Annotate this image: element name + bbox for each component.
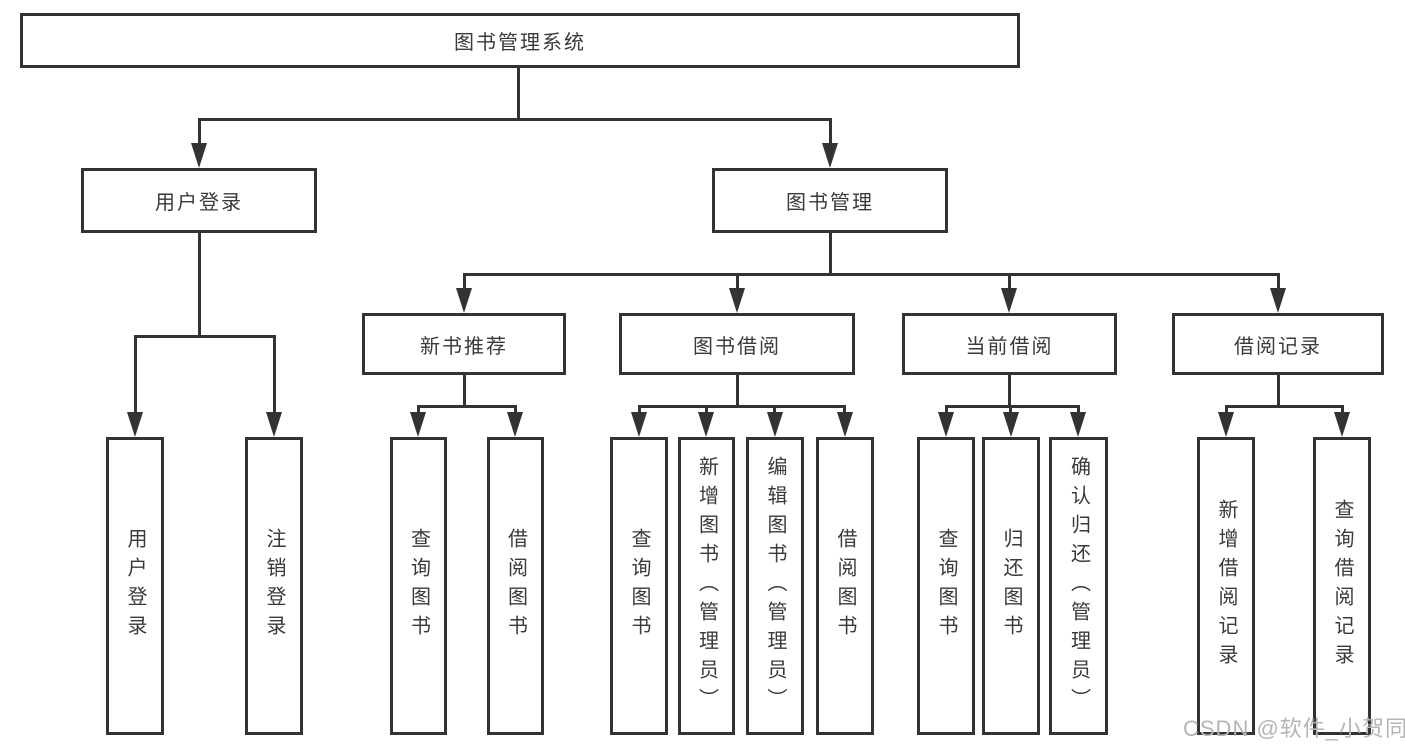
connector-book-borrow-trunk [638,405,846,408]
arrowhead-leaf-query1-icon [410,412,426,437]
node-borrow-record: 借阅记录 [1172,313,1384,375]
leaf-query-book-recommend: 查询图书 [390,437,447,735]
leaf-add-borrow-record: 新增借阅记录 [1197,437,1255,735]
leaf-query-book-current: 查询图书 [917,437,975,735]
connector-to-leaf-query-record [1341,405,1344,413]
leaf-edit-book-admin-label: 编辑图书（管理员） [764,455,786,717]
node-borrow-record-label: 借阅记录 [1234,335,1322,358]
leaf-return-book-label: 归还图书 [1000,528,1022,644]
connector-book-management-drop [829,233,832,273]
arrowhead-leaf-borrow2-icon [837,412,853,437]
leaf-add-borrow-record-label: 新增借阅记录 [1215,499,1237,673]
leaf-user-login-label: 用户登录 [124,528,146,644]
arrowhead-leaf-add-book-icon [698,412,714,437]
node-book-borrow: 图书借阅 [619,313,855,375]
leaf-query-borrow-record: 查询借阅记录 [1313,437,1371,735]
leaf-query-book-borrow: 查询图书 [610,437,668,735]
connector-to-current-borrow [1008,273,1011,289]
node-new-book-recommend: 新书推荐 [362,313,566,375]
csdn-watermark: CSDN @软件_小贺同学 [1183,716,1405,741]
connector-to-leaf-add-book [705,405,708,413]
leaf-borrow-book: 借阅图书 [816,437,874,735]
node-root: 图书管理系统 [20,13,1020,68]
connector-user-login-drop [198,233,201,335]
leaf-add-book-admin: 新增图书（管理员） [678,437,735,735]
arrowhead-leaf-confirm-return-icon [1070,412,1086,437]
node-current-borrow-label: 当前借阅 [965,335,1054,358]
node-new-book-recommend-label: 新书推荐 [420,335,508,358]
arrowhead-user-login-icon [191,143,207,168]
connector-root-drop [517,68,520,118]
node-book-management-label: 图书管理 [786,192,874,214]
connector-to-leaf-borrow1 [514,405,517,413]
connector-borrow-record-drop [1277,375,1280,405]
arrowhead-leaf-edit-book-icon [767,412,783,437]
leaf-add-book-admin-label: 新增图书（管理员） [695,455,718,717]
leaf-confirm-return-admin: 确认归还（管理员） [1049,437,1108,735]
arrowhead-leaf-return-icon [1003,412,1019,437]
arrowhead-leaf-query3-icon [938,412,954,437]
connector-to-book-borrow [736,273,739,289]
connector-current-borrow-trunk [945,405,1079,408]
leaf-return-book: 归还图书 [982,437,1040,735]
connector-to-borrow-record [1277,273,1280,289]
connector-to-leaf-edit-book [773,405,776,413]
connector-new-book-trunk [417,405,517,408]
connector-to-leaf-query3 [945,405,948,413]
arrowhead-leaf-query-record-icon [1334,412,1350,437]
leaf-borrow-book-label: 借阅图书 [834,528,856,644]
connector-to-user-login [198,118,201,146]
leaf-query-borrow-record-label: 查询借阅记录 [1331,499,1353,673]
node-current-borrow: 当前借阅 [902,313,1117,375]
connector-user-login-trunk [134,335,276,338]
connector-to-leaf-query1 [417,405,420,413]
leaf-borrow-book-recommend-label: 借阅图书 [504,528,527,644]
connector-borrow-record-trunk [1225,405,1343,408]
node-root-label: 图书管理系统 [454,32,586,54]
leaf-logout-label: 注销登录 [263,528,285,644]
connector-to-book-management [829,118,832,146]
leaf-query-book-borrow-label: 查询图书 [628,528,650,644]
arrowhead-leaf-add-record-icon [1218,412,1234,437]
leaf-confirm-return-admin-label: 确认归还（管理员） [1067,455,1090,717]
connector-book-management-trunk [463,273,1280,276]
node-book-management: 图书管理 [712,168,948,233]
connector-to-leaf-query2 [638,405,641,413]
connector-book-borrow-drop [736,375,739,405]
leaf-borrow-book-recommend: 借阅图书 [487,437,544,735]
arrowhead-current-borrow-icon [1001,288,1017,313]
connector-root-trunk [198,118,832,121]
connector-to-leaf-confirm-return [1077,405,1080,413]
leaf-user-login: 用户登录 [106,437,164,735]
arrowhead-new-book-recommend-icon [456,288,472,313]
arrowhead-book-borrow-icon [729,288,745,313]
connector-to-leaf-user-login [134,335,137,413]
arrowhead-leaf-query2-icon [631,412,647,437]
connector-to-leaf-return [1009,405,1012,413]
arrowhead-borrow-record-icon [1270,288,1286,313]
connector-to-leaf-logout [273,335,276,413]
leaf-query-book-current-label: 查询图书 [935,528,957,644]
arrowhead-leaf-user-login-icon [127,412,143,437]
leaf-query-book-recommend-label: 查询图书 [407,528,430,644]
connector-to-leaf-add-record [1225,405,1228,413]
leaf-logout: 注销登录 [245,437,303,735]
arrowhead-leaf-logout-icon [266,412,282,437]
node-book-borrow-label: 图书借阅 [693,335,781,358]
node-user-login: 用户登录 [81,168,317,233]
arrowhead-book-management-icon [822,143,838,168]
connector-to-new-book-recommend [463,273,466,289]
connector-new-book-drop [463,375,466,405]
leaf-edit-book-admin: 编辑图书（管理员） [746,437,804,735]
connector-current-borrow-drop [1008,375,1011,405]
node-user-login-label: 用户登录 [155,192,243,214]
connector-to-leaf-borrow2 [843,405,846,413]
arrowhead-leaf-borrow1-icon [507,412,523,437]
